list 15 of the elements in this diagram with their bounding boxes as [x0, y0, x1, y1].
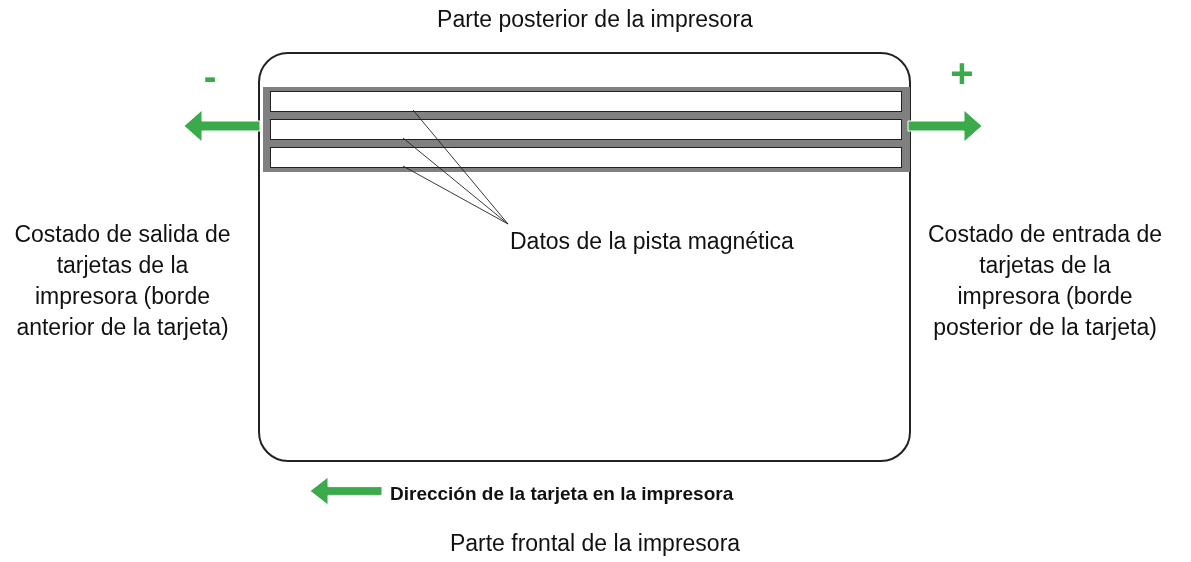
card-outline	[258, 52, 911, 462]
plus-sign: +	[949, 58, 975, 89]
leader-line	[402, 165, 509, 225]
magnetic-stripe	[270, 119, 902, 140]
side-note: Costado de entrada de tarjetas de la impresora (borde posterior de la tarjeta)	[927, 220, 1163, 342]
magnetic-stripe	[270, 147, 902, 168]
direction-text: Dirección de la tarjeta en la impresora	[390, 482, 735, 506]
footer-text: Parte frontal de la impresora	[448, 529, 742, 558]
callout-text: Datos de la pista magnética	[510, 224, 880, 258]
track-band	[263, 87, 910, 172]
minus-sign: -	[202, 62, 218, 93]
leader-line	[402, 137, 509, 225]
side-note: Costado de salida de tarjetas de la impresora (borde anterior de la tarjeta)	[13, 220, 232, 342]
heading: Parte posterior de la impresora	[436, 5, 754, 34]
magnetic-stripe	[270, 91, 902, 112]
